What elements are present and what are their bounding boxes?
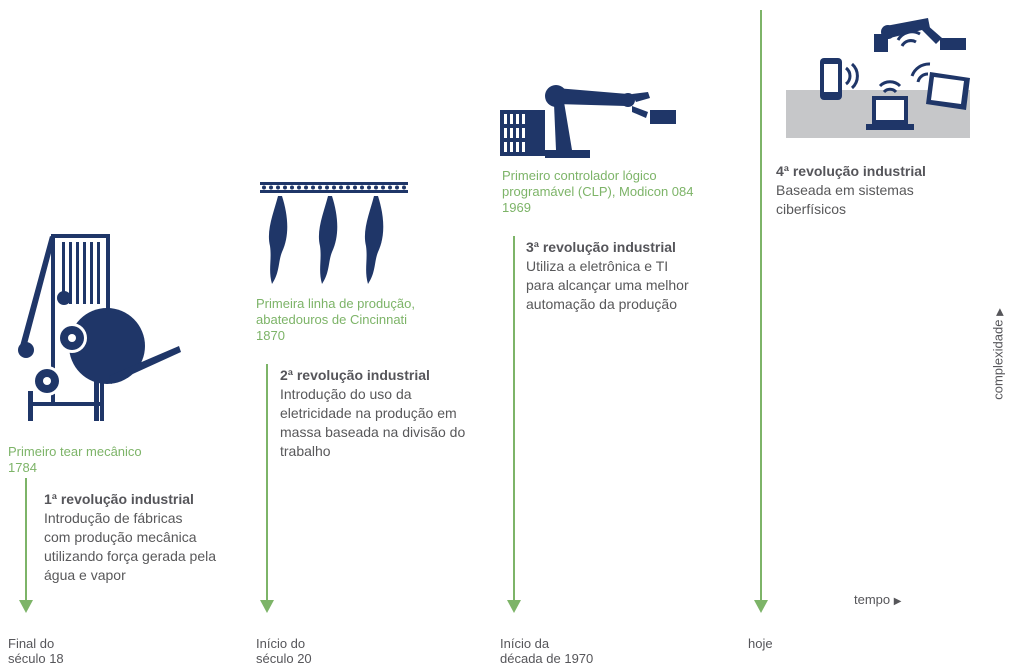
stage4-era: hoje bbox=[748, 636, 773, 651]
stage1-desc-line2: com produção mecânica bbox=[44, 529, 197, 545]
stage3-caption-line1: Primeiro controlador lógico bbox=[502, 168, 657, 183]
stage3-desc-line3: automação da produção bbox=[526, 296, 677, 312]
stage1-caption-line2: 1784 bbox=[8, 460, 37, 475]
stage1-era-line1: Final do bbox=[8, 636, 55, 651]
time-axis-text: tempo bbox=[854, 592, 891, 607]
stage2-desc-line1: Introdução do uso da bbox=[280, 386, 412, 402]
stage1-desc-line1: Introdução de fábricas bbox=[44, 510, 183, 526]
stage3-era: Início da década de 1970 bbox=[500, 636, 593, 666]
stage2-era-line2: século 20 bbox=[256, 651, 312, 666]
stage1-desc-line4: água e vapor bbox=[44, 567, 126, 583]
stage3-caption-line3: 1969 bbox=[502, 200, 531, 215]
stage1-era: Final do século 18 bbox=[8, 636, 64, 666]
stage3-arrowhead bbox=[507, 600, 521, 613]
stage2-timeline-line bbox=[266, 364, 268, 602]
stage3-caption: Primeiro controlador lógico programável … bbox=[502, 168, 752, 216]
stage2-text: 2ª revolução industrial Introdução do us… bbox=[280, 366, 510, 461]
stage3-desc-line1: Utiliza a eletrônica e TI bbox=[526, 258, 669, 274]
stage1-timeline-line bbox=[25, 478, 27, 602]
stage1-caption: Primeiro tear mecânico 1784 bbox=[8, 444, 208, 476]
stage2-arrowhead bbox=[260, 600, 274, 613]
right-triangle-icon: ▶ bbox=[893, 596, 902, 607]
stage2-caption: Primeira linha de produção, abatedouros … bbox=[256, 296, 496, 344]
stage4-desc-line1: Baseada em sistemas bbox=[776, 182, 914, 198]
stage1-arrowhead bbox=[19, 600, 33, 613]
stage1-caption-line1: Primeiro tear mecânico bbox=[8, 444, 142, 459]
cyber-physical-devices-icon bbox=[820, 18, 970, 130]
stage1-title: 1ª revolução industrial bbox=[44, 491, 194, 507]
stage2-era: Início do século 20 bbox=[256, 636, 312, 666]
stage3-caption-line2: programável (CLP), Modicon 084 bbox=[502, 184, 694, 199]
stage2-desc-line4: trabalho bbox=[280, 443, 331, 459]
stage2-title: 2ª revolução industrial bbox=[280, 367, 430, 383]
stage4-desc-line2: ciberfísicos bbox=[776, 201, 847, 217]
stage1-text: 1ª revolução industrial Introdução de fá… bbox=[44, 490, 264, 585]
stage3-desc-line2: para alcançar uma melhor bbox=[526, 277, 689, 293]
complexity-axis-text: complexidade bbox=[990, 319, 1006, 400]
mechanical-loom-icon bbox=[18, 234, 181, 421]
stage4-title: 4ª revolução industrial bbox=[776, 163, 926, 179]
stage3-era-line1: Início da bbox=[500, 636, 550, 651]
stage4-text: 4ª revolução industrial Baseada em siste… bbox=[776, 162, 976, 219]
stage1-era-line2: século 18 bbox=[8, 651, 64, 666]
stage2-caption-line1: Primeira linha de produção, bbox=[256, 296, 415, 311]
stage3-title: 3ª revolução industrial bbox=[526, 239, 676, 255]
stage2-era-line1: Início do bbox=[256, 636, 306, 651]
stage2-desc-line3: massa baseada na divisão do bbox=[280, 424, 466, 440]
stage4-timeline-line bbox=[760, 10, 762, 602]
stage2-caption-line2: abatedouros de Cincinnati bbox=[256, 312, 408, 327]
time-axis-label: tempo ▶ bbox=[854, 592, 901, 607]
stage3-timeline-line bbox=[513, 236, 515, 602]
right-triangle-icon: ▶ bbox=[994, 308, 1006, 316]
stage2-caption-line3: 1870 bbox=[256, 328, 285, 343]
stage3-era-line2: década de 1970 bbox=[500, 651, 594, 666]
slaughterhouse-conveyor-icon bbox=[260, 182, 408, 284]
complexity-axis-label: complexidade ▶ bbox=[991, 308, 1006, 400]
stage3-text: 3ª revolução industrial Utiliza a eletrô… bbox=[526, 238, 746, 314]
stage1-desc-line3: utilizando força gerada pela bbox=[44, 548, 217, 564]
robot-arm-plc-icon bbox=[500, 85, 676, 158]
stage4-era-line1: hoje bbox=[748, 636, 773, 651]
stage4-arrowhead bbox=[754, 600, 768, 613]
stage2-desc-line2: eletricidade na produção em bbox=[280, 405, 457, 421]
